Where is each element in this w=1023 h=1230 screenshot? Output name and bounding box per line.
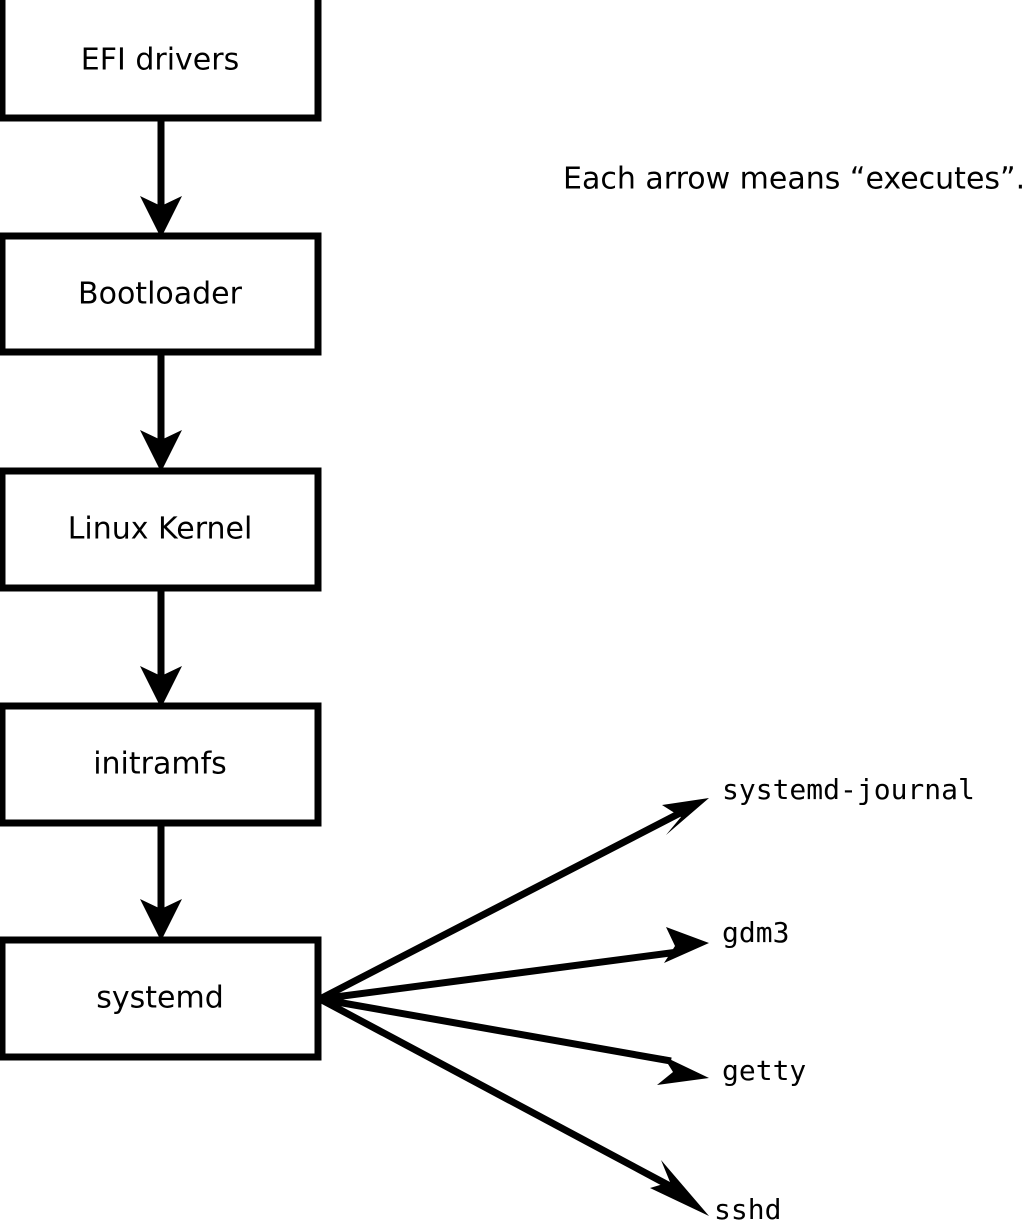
chain-arrow-kernel-to-initramfs [140, 588, 182, 708]
box-linux-kernel[interactable]: Linux Kernel [0, 467, 322, 592]
arrow-head-icon [657, 1056, 709, 1085]
service-label-sshd: sshd [714, 1193, 781, 1226]
box-bootloader[interactable]: Bootloader [0, 232, 322, 356]
service-label-getty: getty [722, 1054, 806, 1087]
arrow-head-icon [140, 666, 182, 708]
arrow-head-icon [140, 430, 182, 472]
fanout-arrow-systemd-journal [318, 798, 709, 1003]
box-label-bootloader: Bootloader [78, 277, 243, 312]
fanout-arrow-gdm3 [319, 927, 709, 1003]
box-label-linux-kernel: Linux Kernel [68, 512, 253, 547]
service-label-systemd-journal: systemd-journal [722, 773, 975, 806]
box-efi-drivers[interactable]: EFI drivers [0, 0, 322, 122]
box-label-efi-drivers: EFI drivers [81, 43, 239, 78]
box-initramfs[interactable]: initramfs [0, 702, 322, 827]
chain-arrow-bootloader-to-kernel [140, 352, 182, 472]
arrow-head-icon [140, 899, 182, 941]
box-label-systemd: systemd [96, 981, 224, 1016]
arrow-head-icon [662, 798, 709, 835]
chain-arrow-initramfs-to-systemd [140, 823, 182, 941]
fanout-arrow-sshd [318, 995, 709, 1216]
chain-arrow-efi-to-bootloader [140, 118, 182, 238]
fanout-arrow-getty [319, 995, 709, 1085]
arrow-head-icon [140, 196, 182, 238]
arrow-head-icon [664, 927, 709, 963]
diagram-caption: Each arrow means “executes”. [563, 162, 1023, 197]
service-label-gdm3: gdm3 [722, 916, 789, 949]
box-label-initramfs: initramfs [93, 747, 227, 782]
box-systemd[interactable]: systemd [0, 936, 322, 1061]
arrow-head-icon [650, 1160, 709, 1216]
